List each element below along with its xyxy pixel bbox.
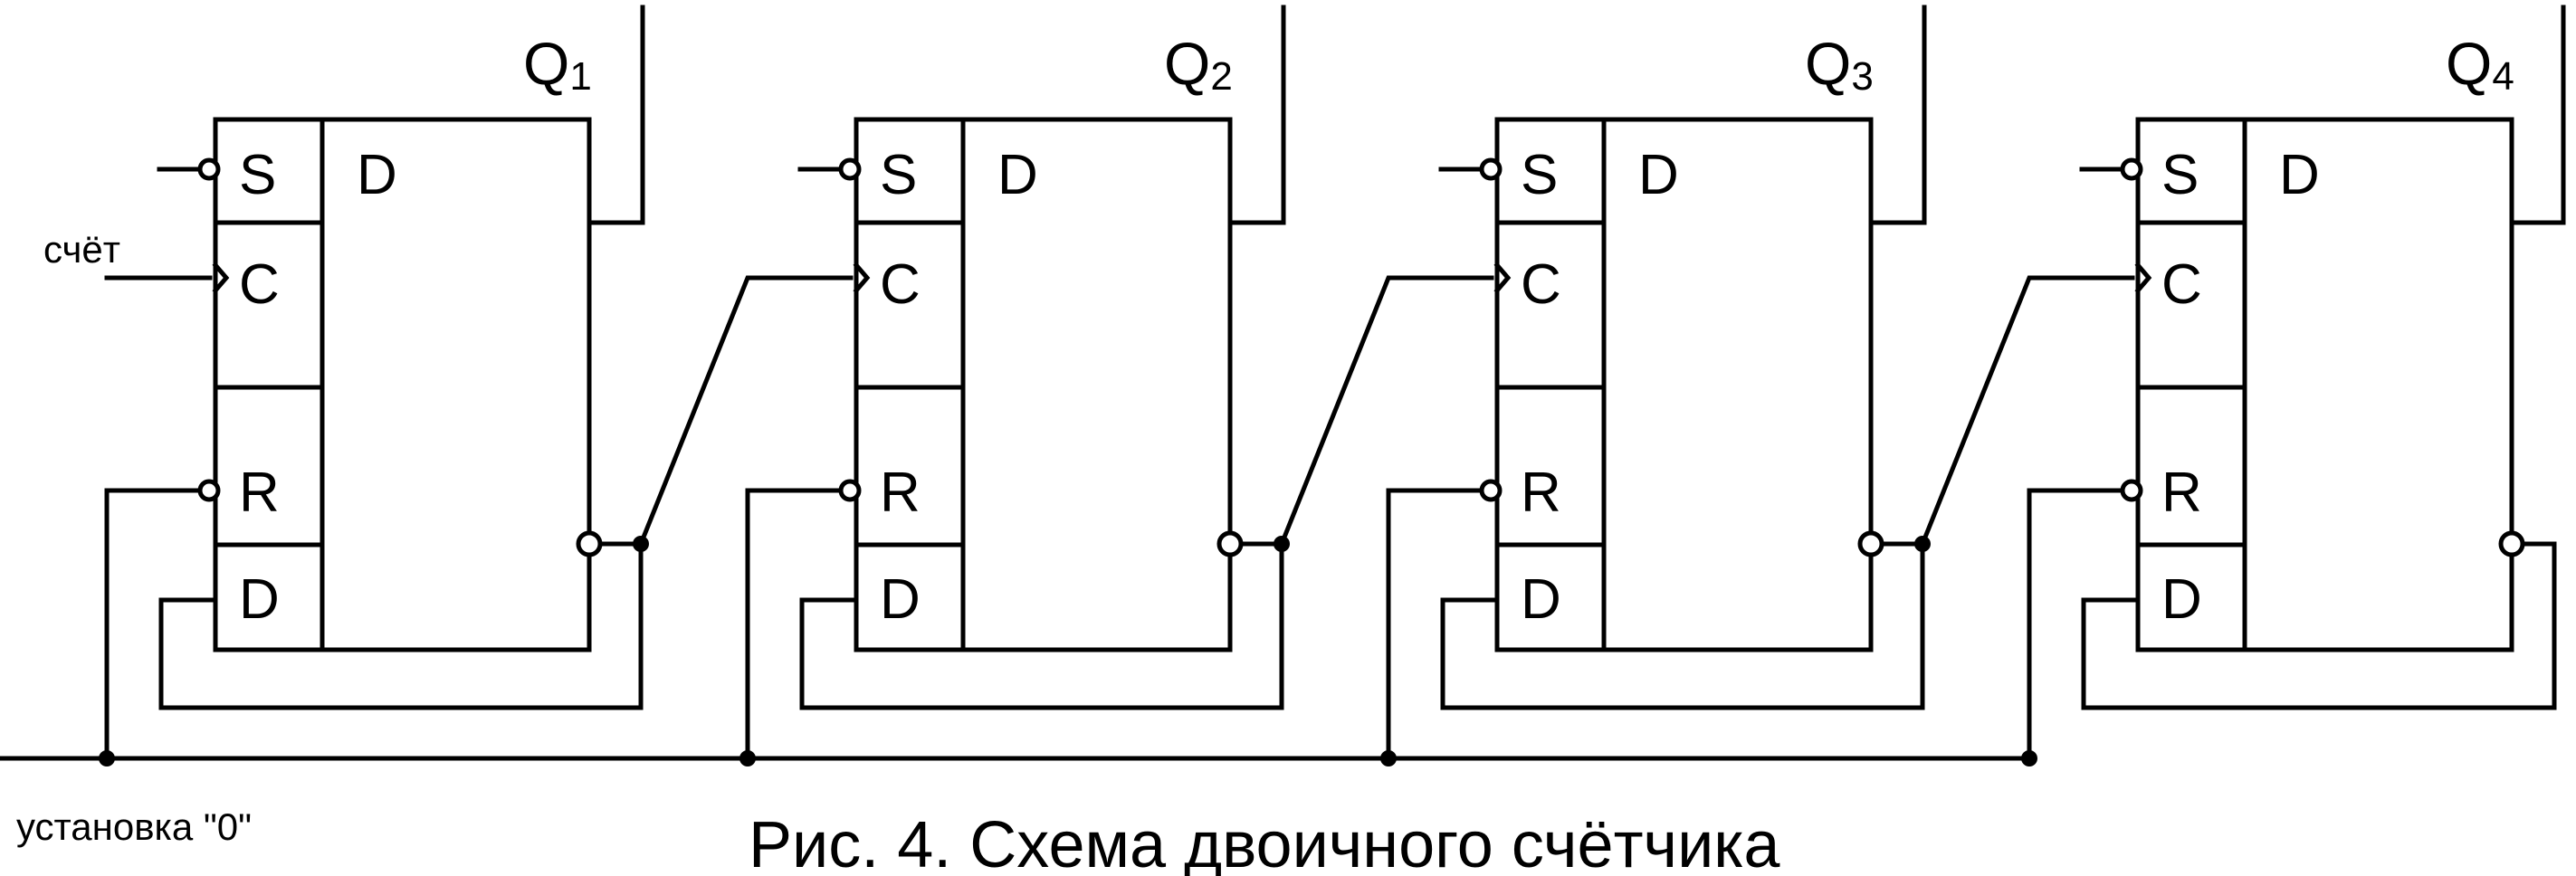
pin-label-s: S xyxy=(2161,144,2199,206)
pin-label-d: D xyxy=(2161,568,2202,631)
r-inversion-bubble xyxy=(1479,479,1503,502)
q-output-label: Q2 xyxy=(1164,30,1233,99)
q-output-subscript: 4 xyxy=(2492,54,2514,99)
d-feedback-wire xyxy=(2081,541,2557,710)
q-inverted-output-bubble xyxy=(576,530,603,557)
q-inverted-output-bubble xyxy=(1857,530,1884,557)
d-feedback-wire xyxy=(799,541,1284,710)
d-feedback-wire xyxy=(1440,541,1925,710)
pin-label-c: C xyxy=(2161,253,2202,316)
diagram-caption: Рис. 4. Схема двоичного счётчика xyxy=(749,809,1780,876)
q-output-subscript: 3 xyxy=(1851,54,1873,99)
q-output-wire xyxy=(587,5,645,225)
pin-label-s: S xyxy=(239,144,276,206)
q-output-wire xyxy=(1227,5,1286,225)
r-inversion-bubble xyxy=(838,479,862,502)
clock-edge-marker xyxy=(212,262,230,294)
flipflop-type-label: D xyxy=(2279,144,2320,206)
q-output-letter: Q xyxy=(1805,30,1851,97)
q-output-letter: Q xyxy=(523,30,569,97)
q-inverted-output-bubble xyxy=(2498,530,2525,557)
pin-label-s: S xyxy=(880,144,917,206)
q-output-subscript: 1 xyxy=(569,54,591,99)
q-output-label: Q1 xyxy=(523,30,592,99)
flipflop-body xyxy=(854,117,1233,652)
q-inverted-output-bubble xyxy=(1216,530,1244,557)
carry-to-next-clock-wire xyxy=(1278,275,1494,548)
q-output-subscript: 2 xyxy=(1210,54,1232,99)
pin-label-c: C xyxy=(880,253,921,316)
s-inversion-bubble xyxy=(2120,157,2143,181)
count-input-label: счёт xyxy=(43,228,120,271)
pin-label-c: C xyxy=(239,253,280,316)
pin-label-r: R xyxy=(2161,462,2202,524)
flipflop-body xyxy=(2135,117,2514,652)
flipflop-body xyxy=(213,117,592,652)
pin-label-s: S xyxy=(1521,144,1558,206)
flipflop-type-label: D xyxy=(1638,144,1679,206)
pin-label-d: D xyxy=(239,568,280,631)
q-output-letter: Q xyxy=(2446,30,2492,97)
reset-input-label: установка "0" xyxy=(16,805,252,848)
q-output-wire xyxy=(2509,5,2566,225)
pin-label-d: D xyxy=(880,568,921,631)
q-output-label: Q3 xyxy=(1805,30,1874,99)
pin-label-r: R xyxy=(1521,462,1561,524)
reset-junction-dot xyxy=(2021,750,2037,766)
pin-label-d: D xyxy=(1521,568,1561,631)
carry-to-next-clock-wire xyxy=(1919,275,2135,548)
pin-label-c: C xyxy=(1521,253,1561,316)
s-inversion-bubble xyxy=(1479,157,1503,181)
flipflop-type-label: D xyxy=(997,144,1038,206)
flipflop-type-label: D xyxy=(357,144,397,206)
r-inversion-bubble xyxy=(2120,479,2143,502)
reset-connection-wire xyxy=(745,488,844,761)
clock-edge-marker xyxy=(2134,262,2152,294)
reset-connection-wire xyxy=(104,488,203,761)
s-inversion-bubble xyxy=(838,157,862,181)
clock-edge-marker xyxy=(1493,262,1512,294)
reset-connection-wire xyxy=(2027,488,2125,761)
r-inversion-bubble xyxy=(197,479,221,502)
s-inversion-bubble xyxy=(197,157,221,181)
clock-edge-marker xyxy=(853,262,871,294)
pin-label-r: R xyxy=(880,462,921,524)
q-output-label: Q4 xyxy=(2446,30,2514,99)
q-output-wire xyxy=(1868,5,1927,225)
d-feedback-wire xyxy=(158,541,644,710)
carry-to-next-clock-wire xyxy=(637,275,854,548)
q-output-letter: Q xyxy=(1164,30,1210,97)
pin-label-r: R xyxy=(239,462,280,524)
flipflop-body xyxy=(1494,117,1874,652)
reset-connection-wire xyxy=(1386,488,1484,761)
